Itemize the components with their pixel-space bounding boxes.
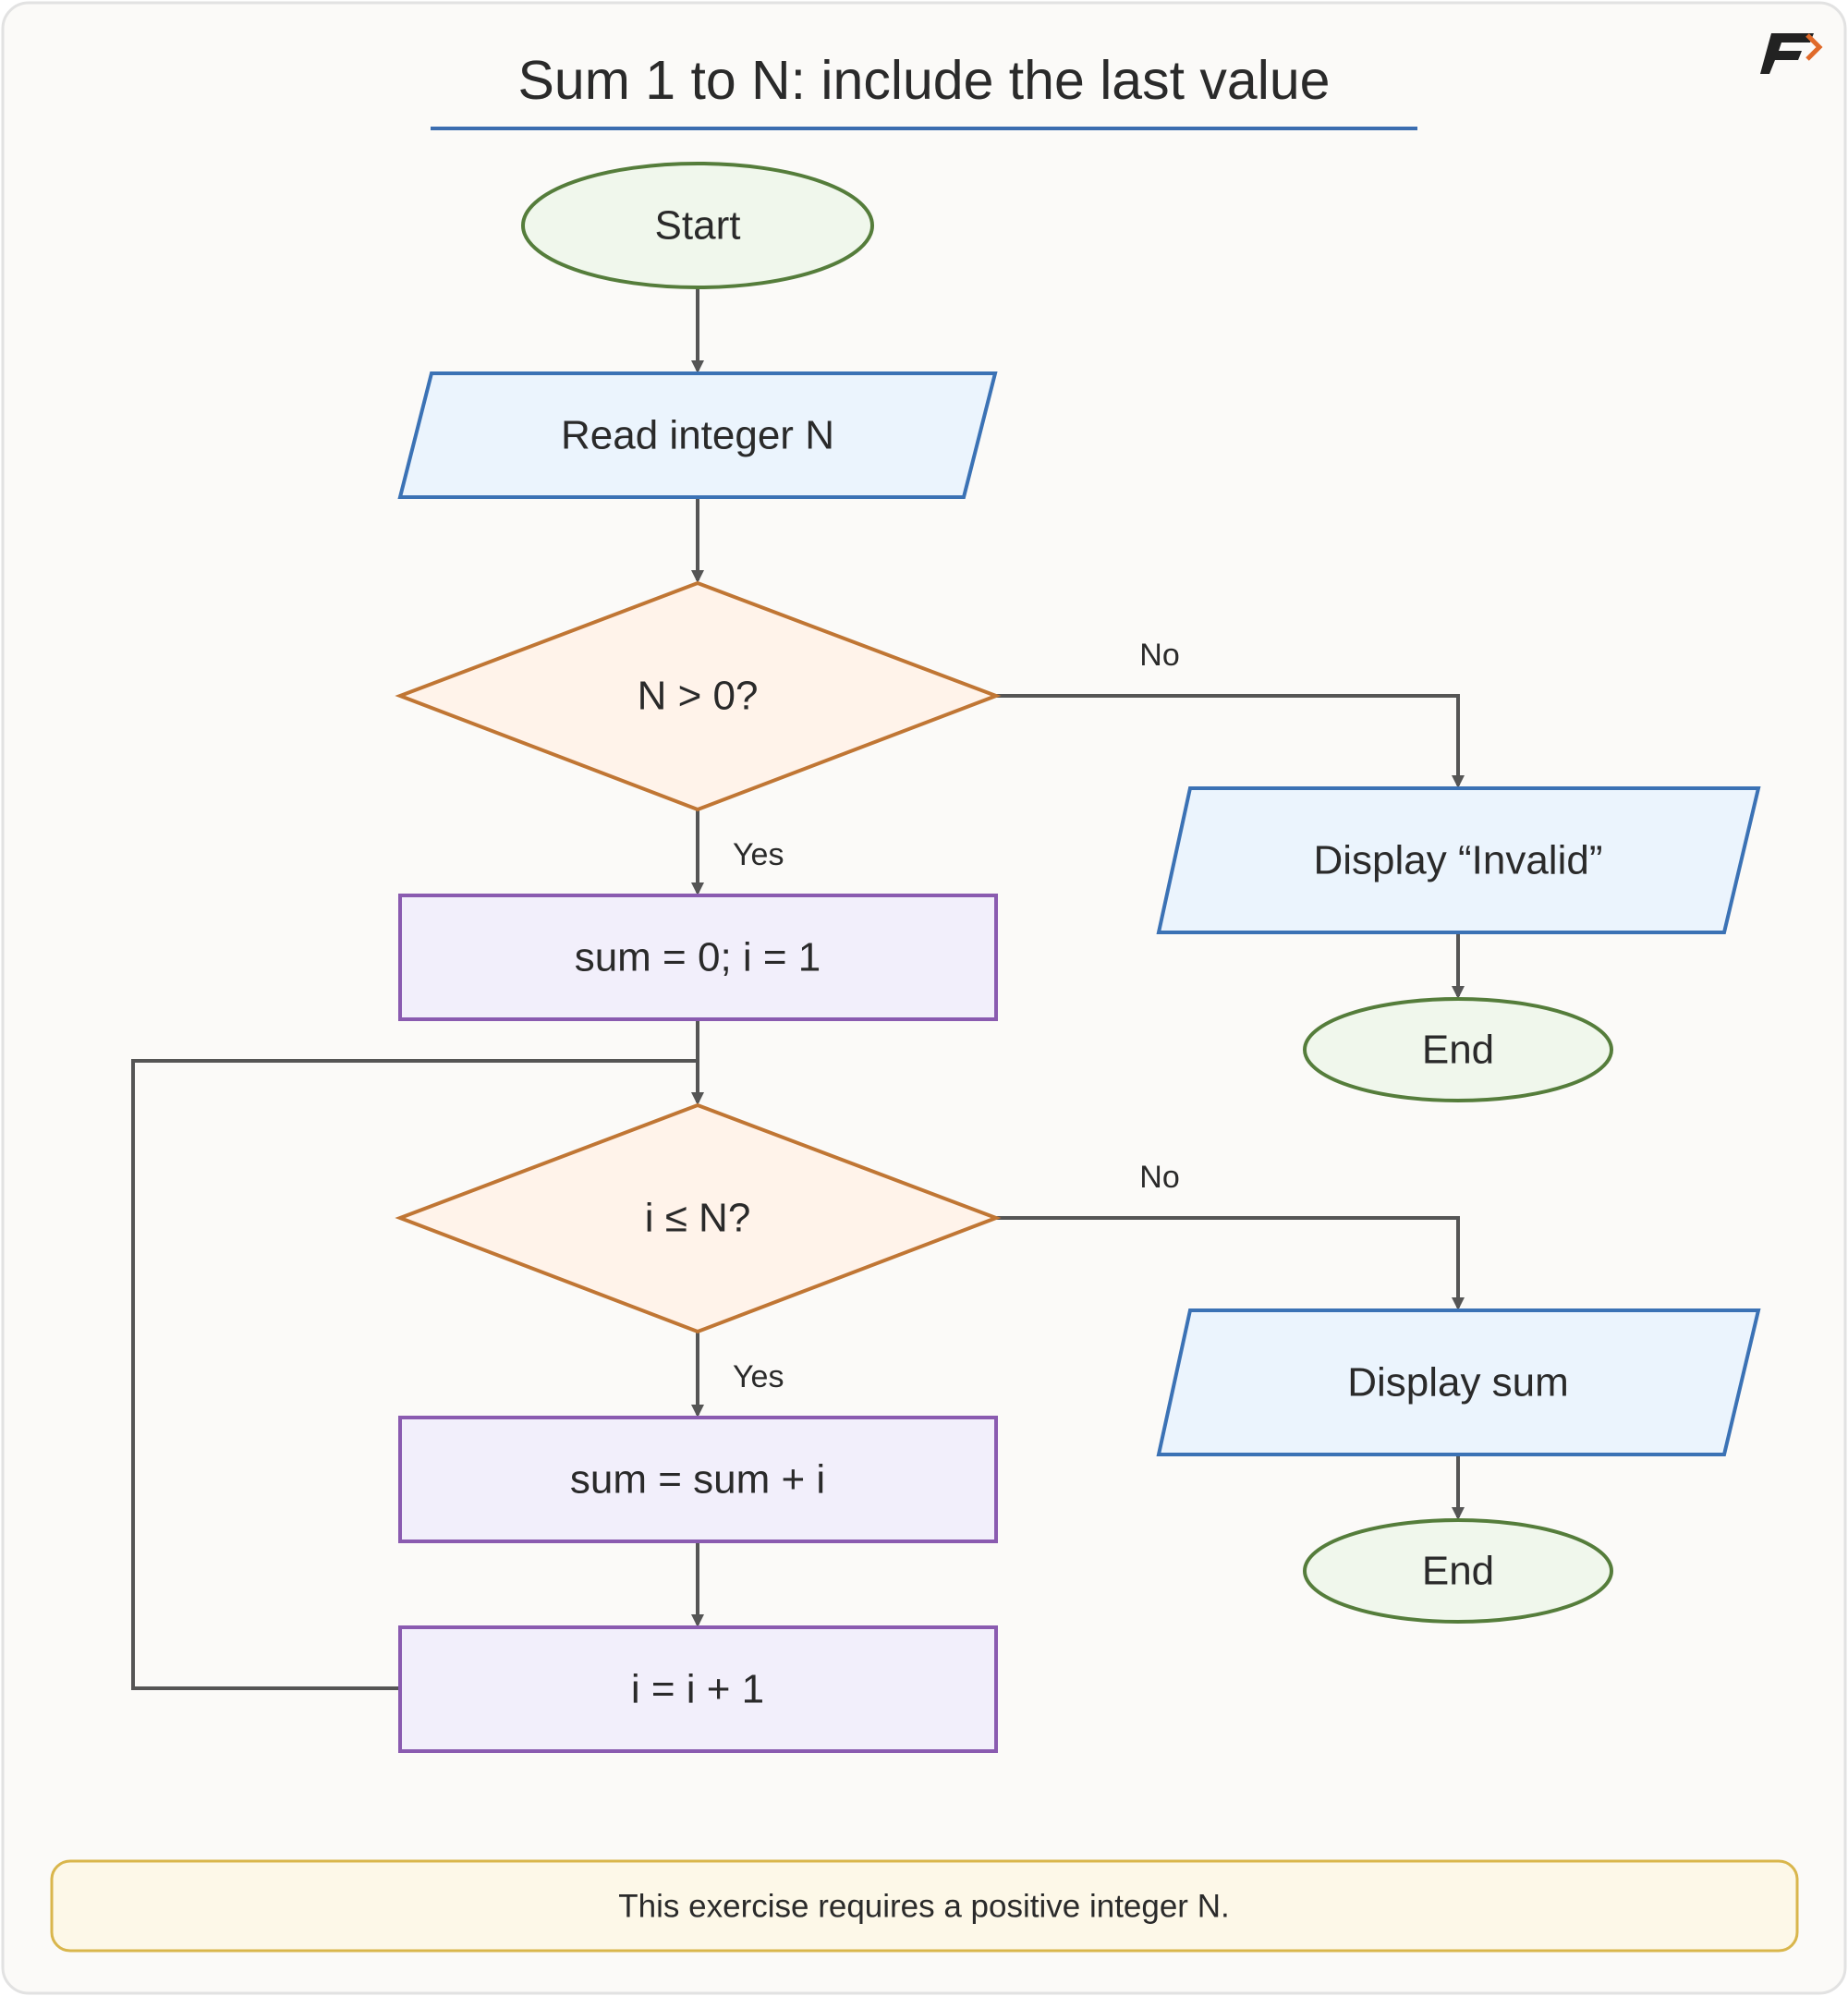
node-label: End [1422, 1549, 1494, 1594]
node-label: i ≤ N? [645, 1196, 751, 1241]
node-display-invalid: Display “Invalid” [1156, 786, 1761, 934]
f-arrow-logo-icon [1760, 33, 1823, 74]
edge-label-loop-no: No [1139, 1160, 1179, 1195]
node-accumulate: sum = sum + i [398, 1416, 998, 1543]
node-read-n: Read integer N [397, 371, 998, 499]
node-label: sum = sum + i [570, 1457, 825, 1503]
node-label: i = i + 1 [631, 1667, 764, 1712]
node-init: sum = 0; i = 1 [398, 894, 998, 1021]
edge-label-loop-yes: Yes [733, 1359, 784, 1394]
node-end-sum: End [1303, 1518, 1613, 1624]
edge-loop-no [996, 1216, 1465, 1310]
node-increment: i = i + 1 [398, 1625, 998, 1753]
node-label: Display “Invalid” [1314, 838, 1603, 883]
node-end-invalid: End [1303, 997, 1613, 1102]
note-text: This exercise requires a positive intege… [618, 1889, 1229, 1925]
edge-label-check-yes: Yes [733, 837, 784, 872]
node-label: sum = 0; i = 1 [575, 935, 821, 980]
edge-check-no [996, 694, 1465, 788]
node-start: Start [521, 162, 874, 289]
diagram-title: Sum 1 to N: include the last value [518, 50, 1331, 111]
node-label: Start [655, 203, 741, 249]
node-loop-check: i ≤ N? [395, 1102, 1002, 1334]
node-check-n: N > 0? [395, 580, 1002, 812]
edge-increment-back-to-loop [131, 1059, 698, 1690]
edge-label-check-no: No [1139, 638, 1179, 673]
node-label: N > 0? [638, 674, 759, 719]
note-box: This exercise requires a positive intege… [50, 1859, 1799, 1953]
node-display-sum: Display sum [1156, 1308, 1761, 1456]
node-label: Read integer N [561, 413, 834, 458]
node-label: End [1422, 1028, 1494, 1073]
node-label: Display sum [1347, 1360, 1569, 1406]
